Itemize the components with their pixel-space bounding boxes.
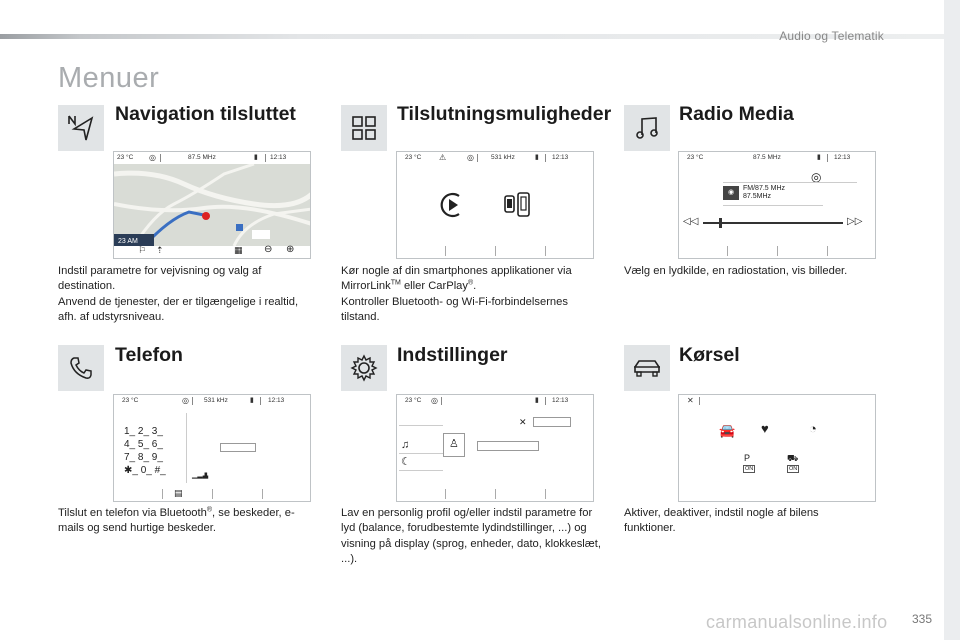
chapter-title: Audio og Telematik bbox=[779, 29, 884, 43]
music-note-icon bbox=[624, 105, 670, 151]
profile-name-field[interactable] bbox=[477, 441, 539, 451]
section-title-radio: Radio Media bbox=[679, 103, 794, 125]
status-bar: 23 °C ◎ 87.5 MHz ▮ 12:13 bbox=[117, 153, 287, 162]
radio-description: Vælg en lydkilde, en radiostation, vis b… bbox=[624, 265, 848, 277]
number-field[interactable] bbox=[220, 443, 256, 452]
connect-toolbar bbox=[397, 244, 593, 258]
settings-gear-icon bbox=[341, 345, 387, 391]
profile-button[interactable]: ♙ bbox=[443, 433, 465, 457]
battery-icon: ▮ bbox=[250, 397, 254, 404]
carplay-icon[interactable] bbox=[437, 190, 467, 220]
lane-assist-toggle[interactable]: ⛟ ON bbox=[787, 453, 800, 473]
section-title-navigation: Navigation tilsluttet bbox=[115, 103, 296, 125]
battery-icon: ▮ bbox=[254, 154, 258, 161]
profile-field[interactable] bbox=[533, 417, 571, 427]
settings-toolbar bbox=[397, 487, 593, 501]
header-rule bbox=[0, 34, 944, 39]
gauge-icon[interactable]: ◔ bbox=[809, 421, 817, 436]
connect-screen: 23 °C ⚠ ◎ 531 kHz ▮ 12:13 bbox=[396, 151, 594, 259]
audio-settings-icon[interactable]: ♫ bbox=[401, 439, 410, 451]
status-bar: 23 °C ⚠ ◎ 531 kHz ▮ 12:13 bbox=[405, 153, 569, 162]
phone-toolbar: ▤ bbox=[114, 487, 310, 501]
warning-icon: ⚠ bbox=[439, 153, 447, 162]
grid-icon[interactable]: ▦ bbox=[234, 245, 243, 255]
flag-icon[interactable]: ⚐ bbox=[138, 245, 147, 255]
section-title-settings: Indstillinger bbox=[397, 344, 508, 366]
phone-description: Tilslut en telefon via Bluetooth®, se be… bbox=[58, 506, 295, 535]
station-item[interactable]: ◉ FM/87.5 MHz 87.5MHz bbox=[723, 183, 823, 205]
keypad[interactable]: 1_ 2_ 3_ 4_ 5_ 6_ 7_ 8_ 9_ ✱_ 0_ #_ bbox=[124, 426, 166, 476]
phone-screen: 23 °C ◎ 531 kHz ▮ 12:13 1_ 2_ 3_ 4_ 5_ 6… bbox=[113, 394, 311, 502]
navigation-icon bbox=[58, 105, 104, 151]
section-title-phone: Telefon bbox=[115, 344, 183, 366]
navigation-toolbar: ⚐ ⇡ ▦ ⊖ ⊕ bbox=[114, 244, 310, 258]
zoom-in-icon[interactable]: ⊕ bbox=[286, 244, 295, 255]
eco-icon[interactable]: ♥ bbox=[761, 421, 769, 436]
close-icon[interactable]: ✕ bbox=[519, 417, 527, 427]
connect-description: Kør nogle af din smartphones applikation… bbox=[341, 265, 572, 324]
frequency-slider[interactable] bbox=[703, 222, 843, 224]
target-icon: ◎ bbox=[149, 153, 156, 162]
watermark: carmanualsonline.info bbox=[706, 612, 888, 632]
battery-level-icon: ▮ bbox=[204, 472, 208, 479]
map-view[interactable]: 23 AM bbox=[114, 164, 311, 246]
settings-screen: 23 °C ◎ ▮ 12:13 ♫ ☾ ♙ ✕ bbox=[396, 394, 594, 502]
parking-icon: P bbox=[744, 453, 751, 463]
park-assist-toggle[interactable]: P ON bbox=[743, 453, 756, 473]
car-settings-icon[interactable]: 🚘 bbox=[719, 423, 736, 438]
zoom-out-icon[interactable]: ⊖ bbox=[264, 244, 273, 255]
grid-apps-icon bbox=[341, 105, 387, 151]
page-title: Menuer bbox=[58, 62, 160, 94]
battery-icon: ▮ bbox=[535, 397, 539, 404]
close-icon[interactable]: ✕ bbox=[687, 396, 694, 405]
map-clock: 23 AM bbox=[118, 238, 138, 245]
forward-icon[interactable]: ▷▷ bbox=[847, 216, 863, 227]
page-number: 335 bbox=[912, 612, 933, 626]
battery-icon: ▮ bbox=[535, 154, 539, 161]
navigation-screen: 23 °C ◎ 87.5 MHz ▮ 12:13 23 AM ⚐ ⇡ ▦ ⊖ ⊕ bbox=[113, 151, 311, 259]
contacts-icon[interactable]: ▤ bbox=[174, 488, 183, 498]
driving-screen: ✕ 🚘 ♥ ◔ P ON ⛟ ON bbox=[678, 394, 876, 502]
status-bar: ✕ bbox=[679, 395, 875, 407]
compass-icon[interactable]: ⇡ bbox=[156, 245, 164, 255]
page-edge-strip bbox=[944, 0, 960, 640]
slider-handle[interactable] bbox=[719, 218, 722, 228]
settings-description: Lav en personlig profil og/eller indstil… bbox=[341, 507, 601, 566]
mirrorlink-icon[interactable] bbox=[503, 192, 533, 218]
car-icon bbox=[624, 345, 670, 391]
phone-icon bbox=[58, 345, 104, 391]
profile-icon: ♙ bbox=[449, 438, 459, 450]
battery-icon: ▮ bbox=[817, 154, 821, 161]
target-icon: ◎ bbox=[182, 396, 189, 405]
lane-car-icon: ⛟ bbox=[787, 453, 799, 463]
driving-description: Aktiver, deaktiver, indstil nogle af bil… bbox=[624, 507, 819, 535]
section-title-driving: Kørsel bbox=[679, 344, 740, 366]
radio-screen: 23 °C 87.5 MHz ▮ 12:13 ◎ ◉ FM/87.5 MHz 8… bbox=[678, 151, 876, 259]
section-title-connect: Tilslutningsmuligheder bbox=[397, 103, 612, 125]
status-bar: 23 °C ◎ ▮ 12:13 bbox=[405, 396, 569, 405]
radio-station-icon: ◉ bbox=[723, 186, 739, 200]
navigation-description: Indstil parametre for vejvisning og valg… bbox=[58, 265, 299, 324]
target-icon: ◎ bbox=[467, 153, 474, 162]
night-mode-icon[interactable]: ☾ bbox=[401, 456, 411, 468]
radio-antenna-icon[interactable]: ◎ bbox=[811, 170, 822, 184]
status-bar: 23 °C 87.5 MHz ▮ 12:13 bbox=[687, 154, 851, 162]
rewind-icon[interactable]: ◁◁ bbox=[683, 216, 699, 227]
signal-icon: ▁▂▃ bbox=[192, 472, 209, 479]
status-bar: 23 °C ◎ 531 kHz ▮ 12:13 bbox=[122, 396, 285, 405]
radio-toolbar bbox=[679, 244, 875, 258]
target-icon: ◎ bbox=[431, 396, 438, 405]
